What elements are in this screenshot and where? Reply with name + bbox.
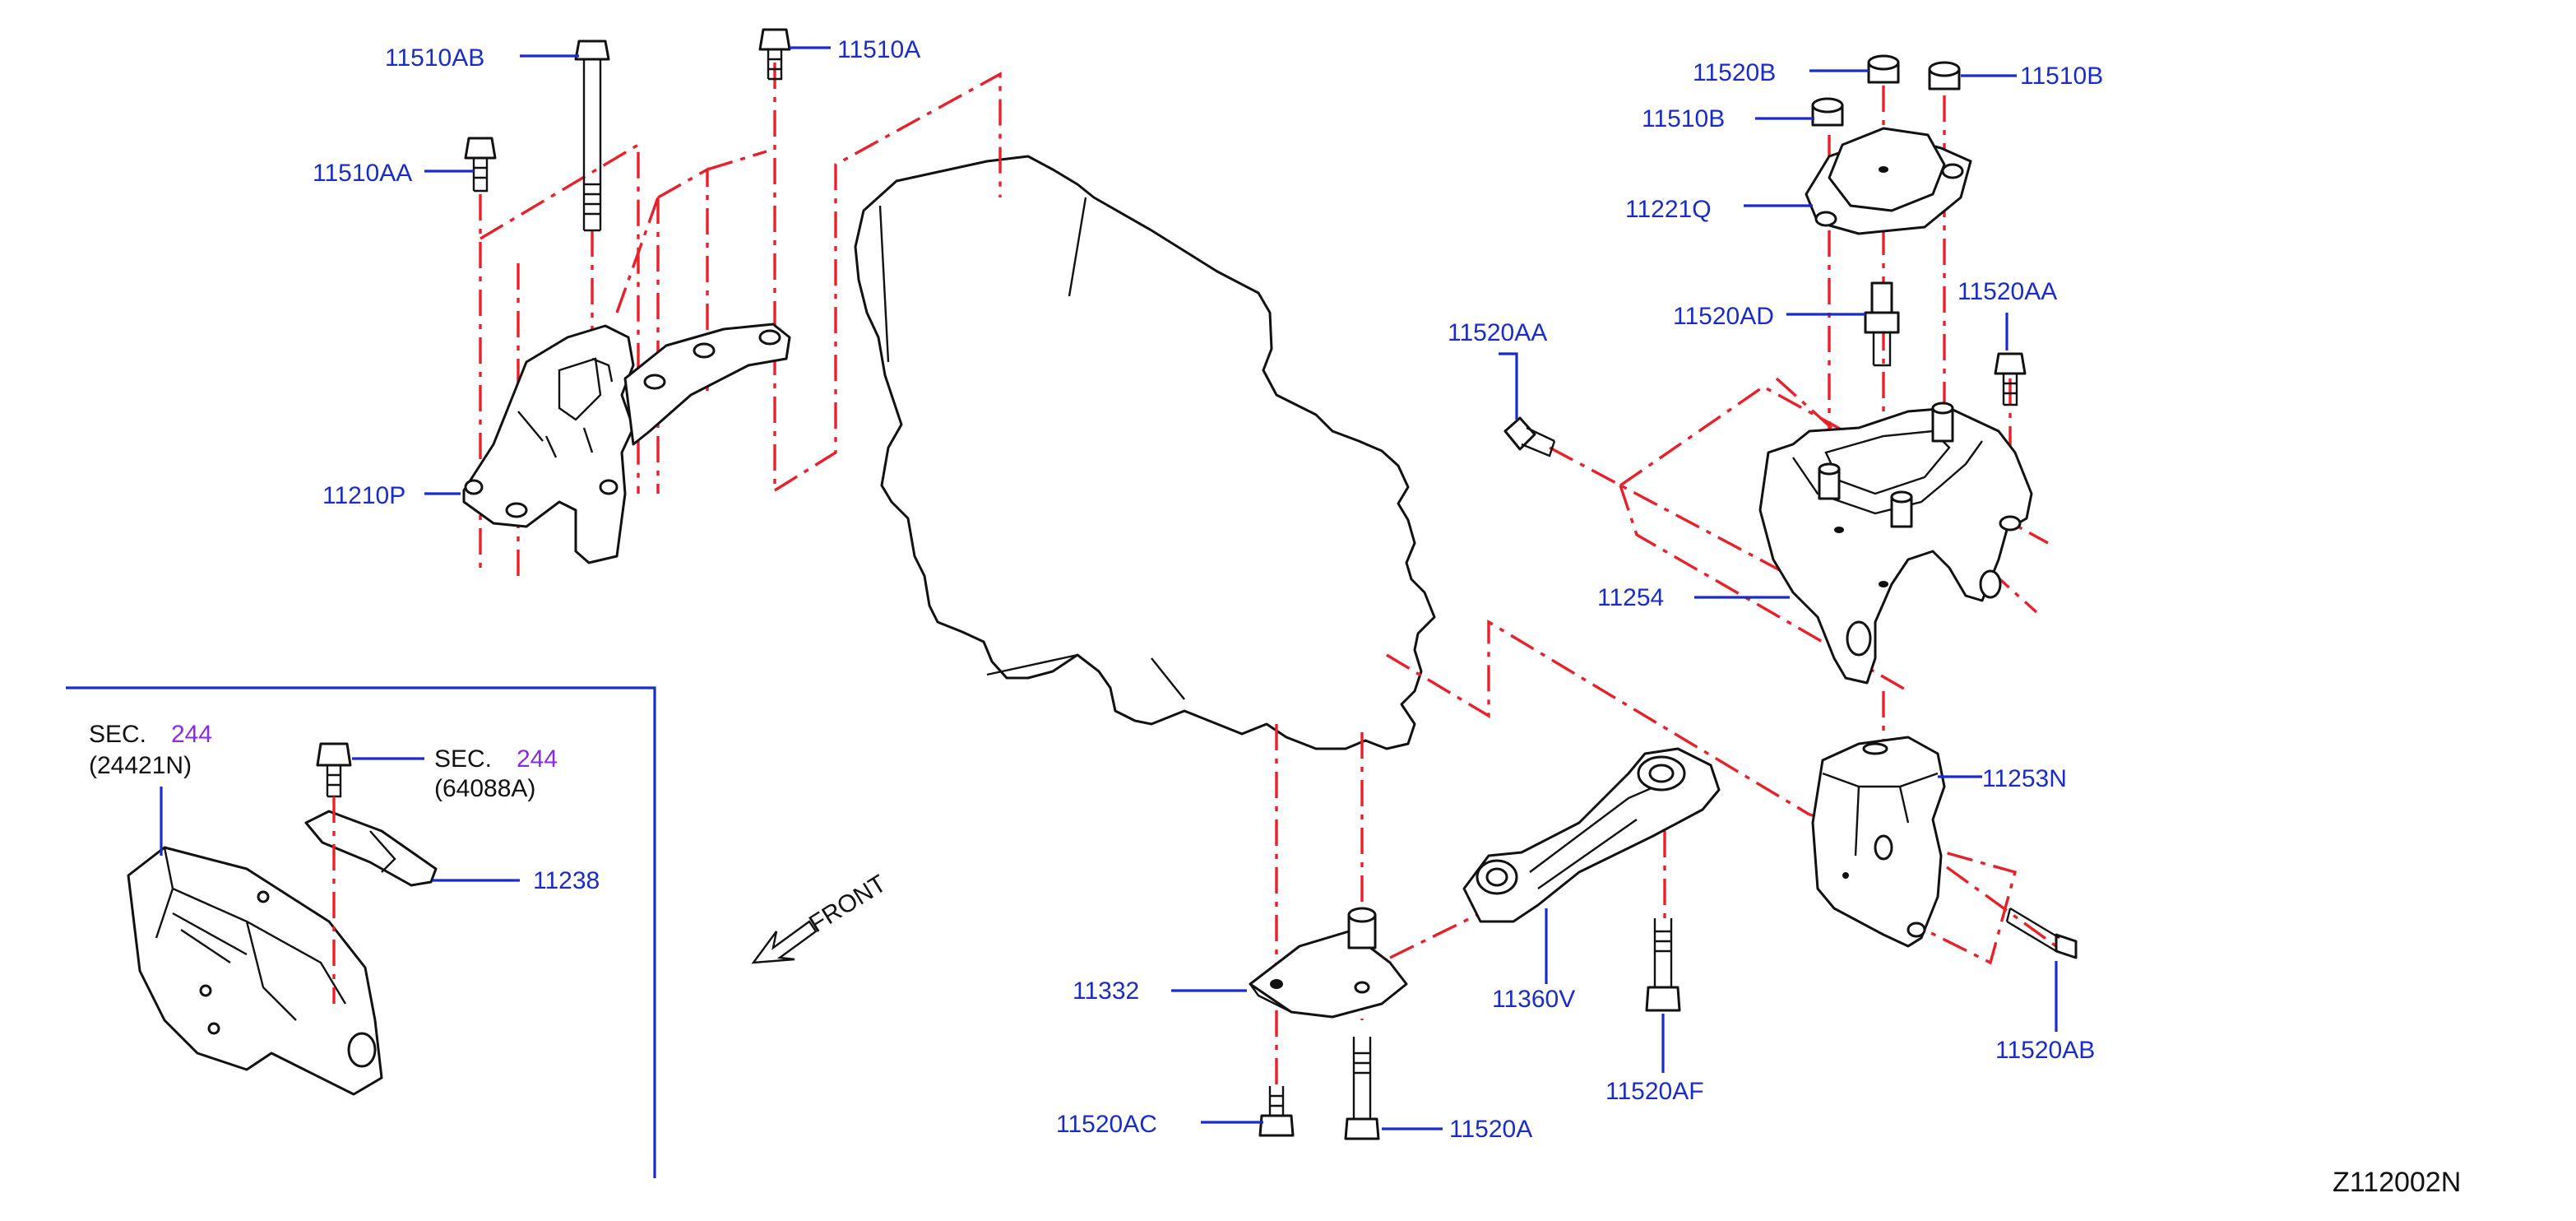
bolt-11520A [1344,1037,1380,1140]
callout-11510B-top: 11510B [2020,63,2103,90]
callout-11510A: 11510A [837,36,920,63]
callout-11332: 11332 [1073,977,1139,1005]
leader-lines [160,46,2058,1130]
callout-11510AB: 11510AB [385,44,484,72]
callout-11520AB: 11520AB [1995,1037,2095,1064]
callout-11510AA: 11510AA [313,160,412,187]
callout-11254: 11254 [1597,584,1664,611]
section-ref-2-prefix: SEC. [434,745,492,773]
nut-11510B [1811,97,1844,127]
insulator-11221Q [1805,127,1972,235]
callout-11520AD: 11520AD [1673,303,1774,330]
callout-11510B: 11510B [1642,105,1725,132]
section-ref-1-part: (24421N) [89,752,192,779]
callout-11221Q: 11221Q [1625,196,1712,223]
section-ref-2-part: (64088A) [434,775,535,802]
callout-11520AF: 11520AF [1605,1078,1704,1105]
bolt-11510AA [464,137,497,193]
bracket-11253N [1811,736,1946,948]
engine-block-detail [878,197,1185,700]
engine-block-outline [854,155,1436,750]
bolt-11520AF [1645,918,1681,1012]
bracket-11254 [1758,402,2033,685]
callout-11520AA-left: 11520AA [1448,319,1547,346]
callout-11238: 11238 [533,867,600,894]
diagram-id: Z112002N [2333,1167,2461,1198]
inset-bolt [316,742,352,798]
front-label: FRONT [804,870,891,938]
bolt-11520AB [2005,907,2078,959]
centerlines-right-mount [1549,86,2049,740]
section-ref-1-number: 244 [171,721,212,748]
callout-11360V: 11360V [1492,986,1575,1013]
stud-11520AD [1864,281,1900,367]
inset-transmission-bracket [127,846,383,1096]
bolt-11510A [758,28,791,81]
bracket-11332 [1249,907,1408,1019]
nut-11520B [1867,54,1900,84]
front-arrow-icon [751,920,818,964]
bolt-11510AB [574,39,610,232]
callout-11520A: 11520A [1449,1116,1532,1143]
bolt-11520AC [1258,1086,1295,1137]
inset-frame [66,686,656,1178]
bolt-11520AA-right [1994,352,2027,406]
bracket-11210P [462,323,791,564]
nut-11510B-top [1928,61,1961,91]
section-ref-1-prefix: SEC. [89,721,146,748]
inset-bracket-11238 [304,810,438,887]
section-ref-2-number: 244 [517,745,558,773]
callout-11520AA-right: 11520AA [1957,278,2057,305]
bolt-11520AA-left [1503,416,1556,457]
torque-rod-11360V [1462,747,1721,923]
callout-11210P: 11210P [322,482,405,509]
callout-11253N: 11253N [1982,765,2067,792]
callout-11520AC: 11520AC [1056,1111,1157,1138]
callout-11520B: 11520B [1693,59,1776,86]
